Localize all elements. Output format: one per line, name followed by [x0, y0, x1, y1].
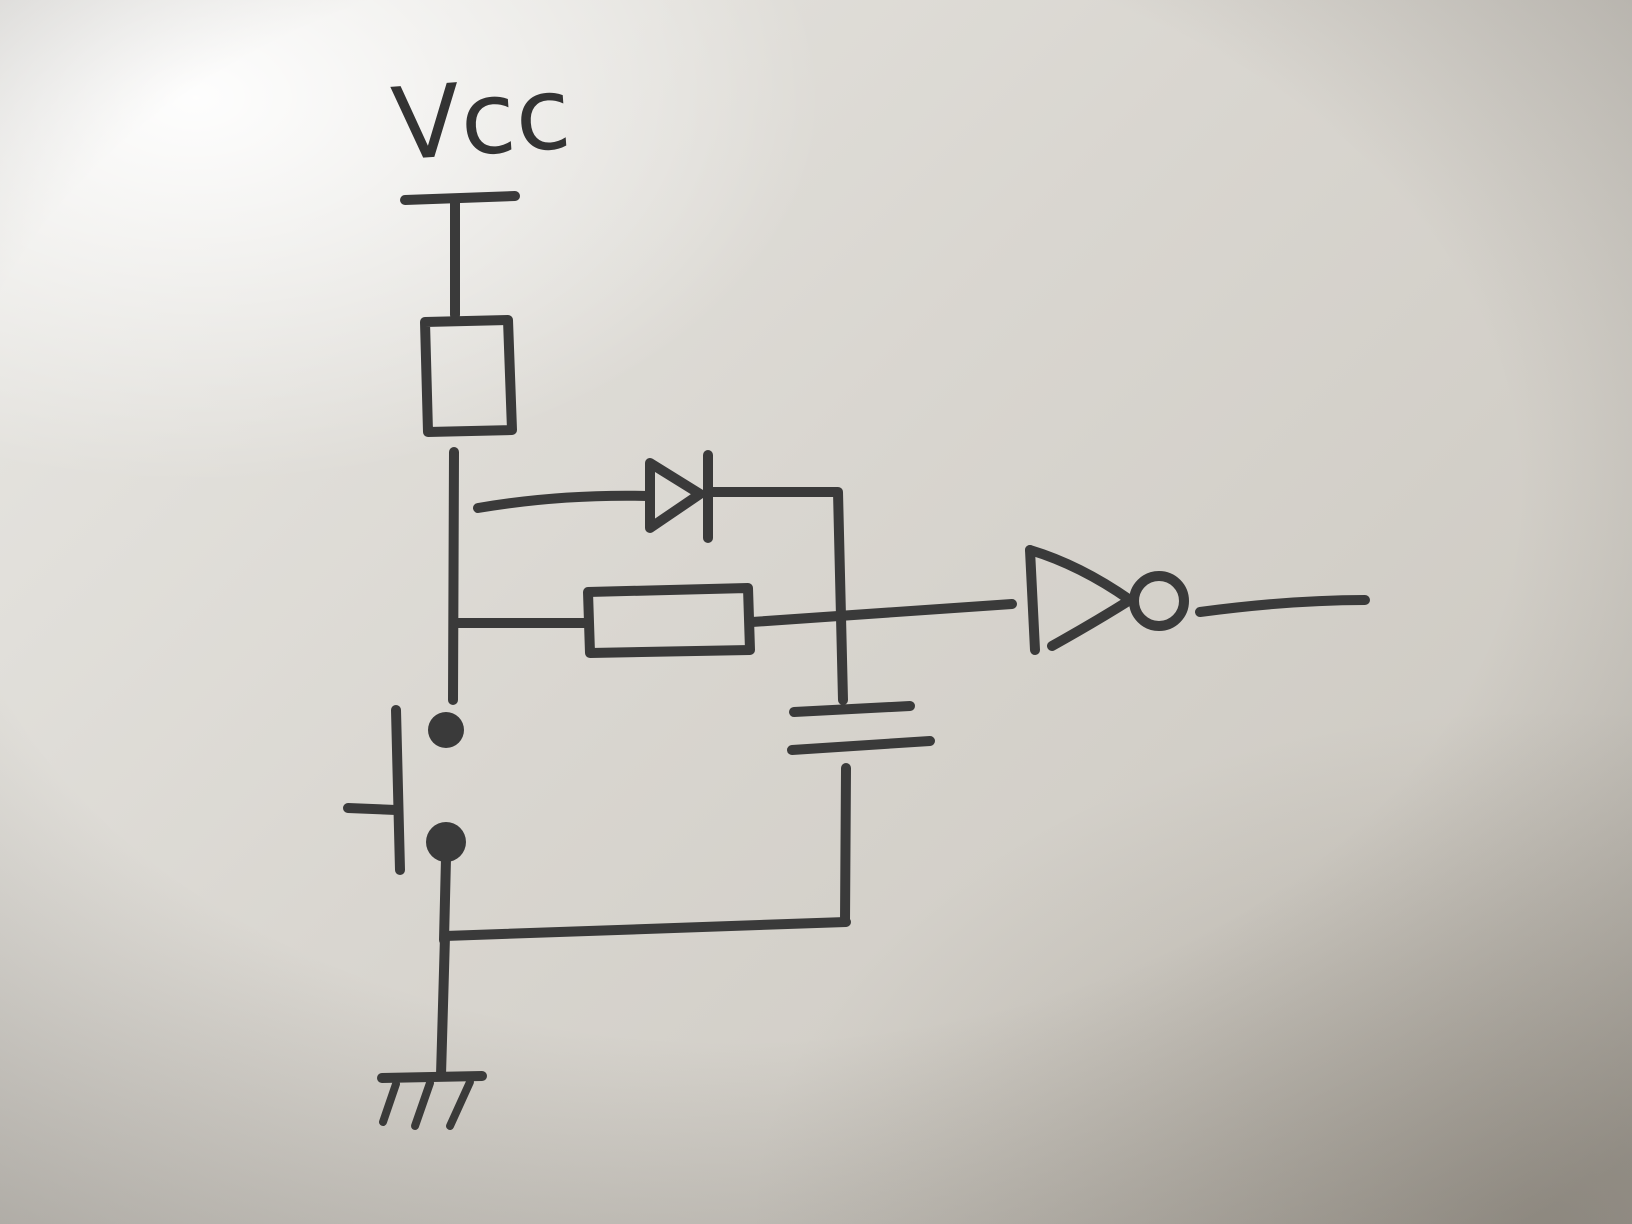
- vcc-supply-rail: [400, 191, 520, 320]
- diode-branch: [473, 450, 848, 705]
- feedback-resistor: [583, 583, 755, 658]
- capacitor: [787, 701, 935, 927]
- ground-wire: [436, 931, 450, 1080]
- ground-return-wire: [440, 917, 851, 941]
- feedback-resistor-branch: [450, 583, 1017, 658]
- ground-symbol: [377, 1071, 487, 1130]
- push-button-switch: [343, 705, 466, 945]
- main-node-wire: [448, 447, 459, 705]
- inverter-bubble: [1129, 571, 1189, 631]
- vcc-label: Vcc: [388, 54, 574, 183]
- top-resistor: [420, 315, 517, 437]
- inverter-gate: [1025, 545, 1370, 655]
- diode-symbol: [645, 458, 705, 533]
